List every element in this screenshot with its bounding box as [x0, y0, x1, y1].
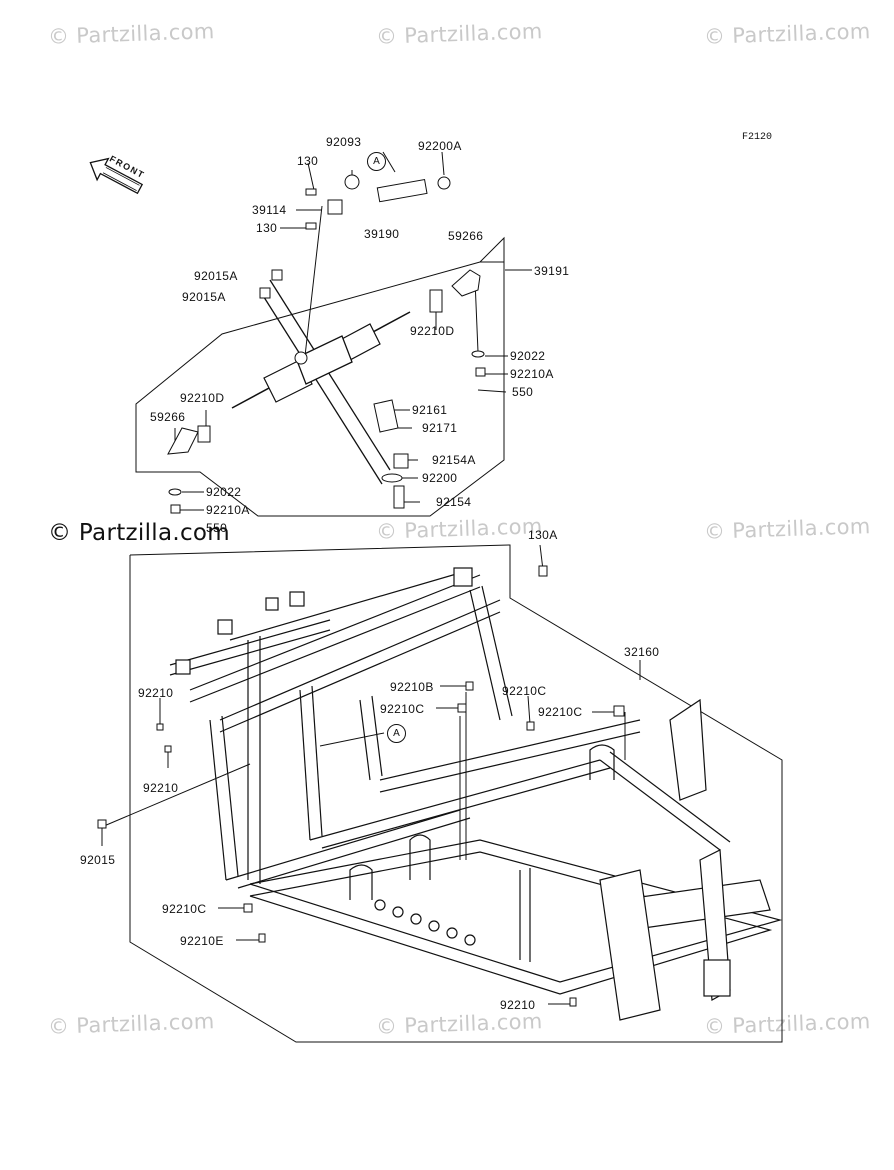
part-label[interactable]: 92154A	[432, 453, 476, 467]
part-label[interactable]: 92161	[412, 403, 448, 417]
part-label[interactable]: 130A	[528, 528, 558, 542]
part-label[interactable]: 92200A	[418, 139, 462, 153]
part-label[interactable]: 92200	[422, 471, 458, 485]
part-label[interactable]: 550	[512, 385, 534, 399]
part-label[interactable]: 130	[297, 154, 319, 168]
part-label[interactable]: 39191	[534, 264, 570, 278]
part-label[interactable]: 92154	[436, 495, 472, 509]
part-label[interactable]: 92022	[510, 349, 546, 363]
part-label[interactable]: 92210A	[510, 367, 554, 381]
frame-group-outline	[129, 544, 783, 1043]
part-label[interactable]: 32160	[624, 645, 660, 659]
part-label[interactable]: 92210C	[502, 684, 547, 698]
part-label[interactable]: 92210	[138, 686, 174, 700]
part-label[interactable]: 92210D	[410, 324, 455, 338]
front-arrow-icon	[89, 157, 144, 195]
ref-circle-a-top: A	[367, 152, 386, 171]
part-label[interactable]: 92210	[143, 781, 179, 795]
steering-group-outline	[135, 236, 505, 517]
diagram-code: F2120	[742, 132, 773, 143]
part-label[interactable]: 92210C	[538, 705, 583, 719]
part-label[interactable]: 92171	[422, 421, 458, 435]
part-label[interactable]: 92210B	[390, 680, 434, 694]
part-label[interactable]: 92015	[80, 853, 116, 867]
part-label[interactable]: 550	[206, 521, 228, 535]
part-label[interactable]: 92210C	[380, 702, 425, 716]
part-label[interactable]: 39190	[364, 227, 400, 241]
part-label[interactable]: 59266	[448, 229, 484, 243]
ref-circle-a-frame: A	[387, 724, 406, 743]
part-label[interactable]: 130	[256, 221, 278, 235]
part-label[interactable]: 92015A	[182, 290, 226, 304]
part-label[interactable]: 39114	[252, 203, 287, 217]
part-label[interactable]: 59266	[150, 410, 186, 424]
part-label[interactable]: 92093	[326, 135, 362, 149]
part-label[interactable]: 92210A	[206, 503, 250, 517]
part-label[interactable]: 92210D	[180, 391, 225, 405]
part-label[interactable]: 92210E	[180, 934, 224, 948]
part-label[interactable]: 92015A	[194, 269, 238, 283]
watermark-main: © Partzilla.com	[48, 520, 230, 546]
part-label[interactable]: 92210C	[162, 902, 207, 916]
part-label[interactable]: 92210	[500, 998, 536, 1012]
part-label[interactable]: 92022	[206, 485, 242, 499]
